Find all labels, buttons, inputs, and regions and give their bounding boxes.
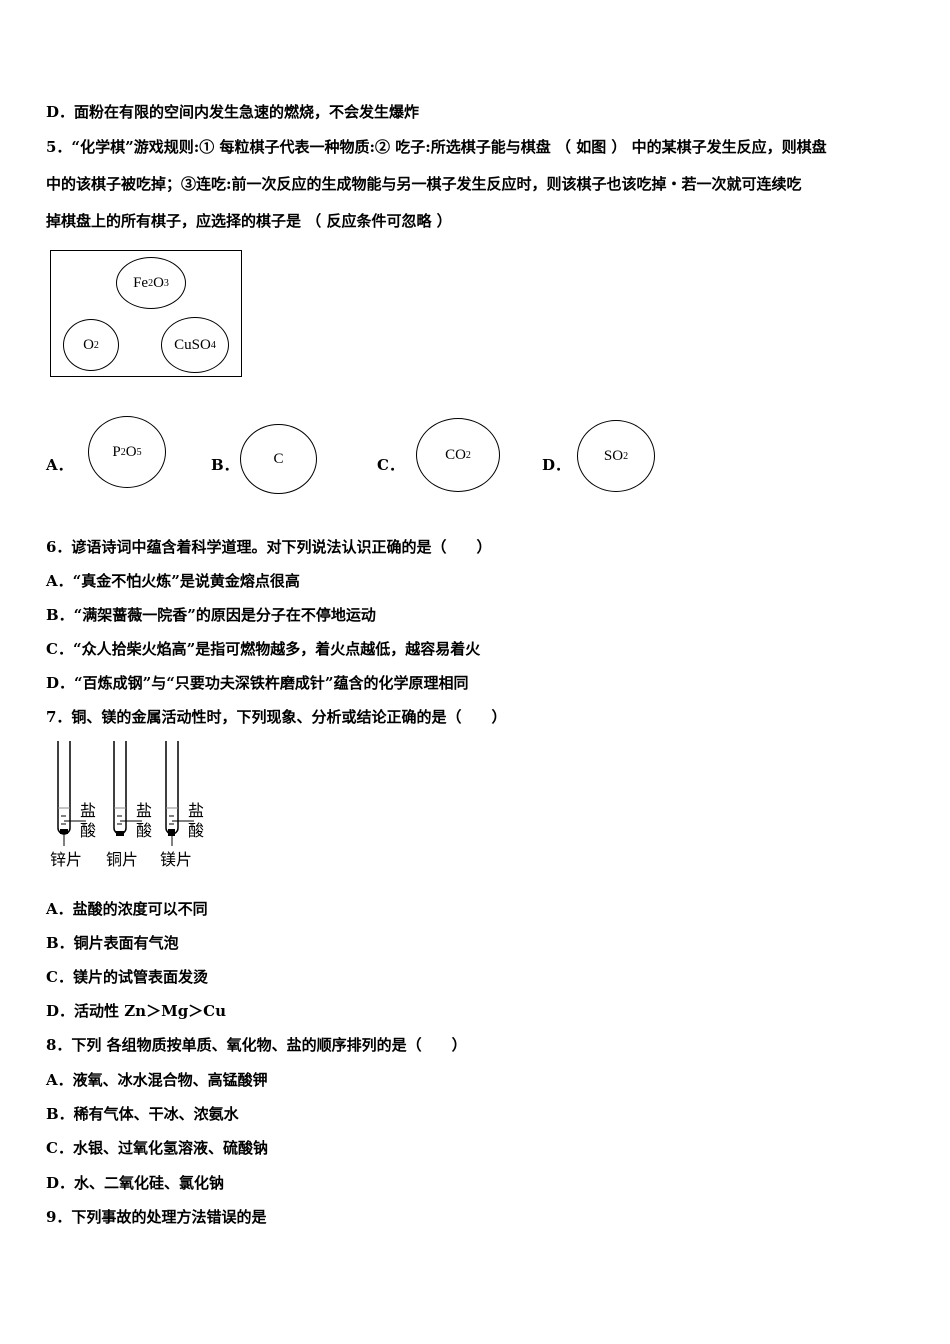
tube2-acid-label-1: 盐	[136, 801, 152, 820]
q6-stem: 6．谚语诗词中蕴含着科学道理。对下列说法认识正确的是（ ）	[46, 538, 492, 556]
q7-option-d: D．活动性 Zn＞Mg＞Cu	[46, 1002, 227, 1020]
tube1-acid-label-1: 盐	[80, 801, 96, 820]
q4-option-d: D．面粉在有限的空间内发生急速的燃烧，不会发生爆炸	[46, 103, 420, 121]
test-tube-copper	[113, 741, 142, 836]
q6-option-c: C．“众人拾柴火焰高”是指可燃物越多，着火点越低，越容易着火	[46, 640, 481, 658]
q6-option-b: B．“满架蔷薇一院香”的原因是分子在不停地运动	[46, 606, 376, 624]
q5-option-a-label: A．	[46, 456, 73, 474]
q8-option-c: C．水银、过氧化氢溶液、硫酸钠	[46, 1139, 268, 1157]
q5-stem-line-1: 5．“化学棋”游戏规则:① 每粒棋子代表一种物质:② 吃子:所选棋子能与棋盘 （…	[46, 138, 827, 156]
q5-option-c-label: C．	[377, 456, 404, 474]
q8-stem: 8．下列 各组物质按单质、氧化物、盐的顺序排列的是（ ）	[46, 1036, 467, 1054]
q8-option-d: D．水、二氧化硅、氯化钠	[46, 1174, 225, 1192]
q8-option-b: B．稀有气体、干冰、浓氨水	[46, 1105, 239, 1123]
test-tube-magnesium	[165, 741, 194, 846]
test-tube-zinc	[57, 741, 86, 846]
q5-stem-line-2: 中的该棋子被吃掉；③连吃:前一次反应的生成物能与另一棋子发生反应时，则该棋子也该…	[46, 175, 802, 193]
q7-option-b: B．铜片表面有气泡	[46, 934, 179, 952]
tube2-metal-label: 铜片	[106, 850, 138, 869]
tube2-acid-label-2: 酸	[136, 821, 152, 840]
q7-option-a: A．盐酸的浓度可以不同	[46, 900, 208, 918]
q9-stem: 9．下列事故的处理方法错误的是	[46, 1208, 267, 1226]
tube3-metal-label: 镁片	[160, 850, 192, 869]
test-tubes-figure: 盐 酸 锌片 盐 酸 铜片 盐 酸 镁片	[50, 741, 204, 869]
q7-option-c: C．镁片的试管表面发烫	[46, 968, 208, 986]
tube3-acid-label-2: 酸	[188, 821, 204, 840]
option-piece-c: C	[240, 424, 317, 494]
q7-stem: 7．铜、镁的金属活动性时，下列现象、分析或结论正确的是（ ）	[46, 708, 507, 726]
q5-stem-line-3: 掉棋盘上的所有棋子，应选择的棋子是 （ 反应条件可忽略 ）	[46, 212, 452, 230]
q6-option-a: A．“真金不怕火炼”是说黄金熔点很高	[46, 572, 300, 590]
q5-option-d-label: D．	[542, 456, 571, 474]
tube1-metal-label: 锌片	[50, 850, 82, 869]
tube1-acid-label-2: 酸	[80, 821, 96, 840]
tube3-acid-label-1: 盐	[188, 801, 204, 820]
q5-option-b-label: B．	[211, 456, 239, 474]
q6-option-d: D．“百炼成钢”与“只要功夫深铁杵磨成针”蕴含的化学原理相同	[46, 674, 469, 692]
q8-option-a: A．液氧、冰水混合物、高锰酸钾	[46, 1071, 268, 1089]
